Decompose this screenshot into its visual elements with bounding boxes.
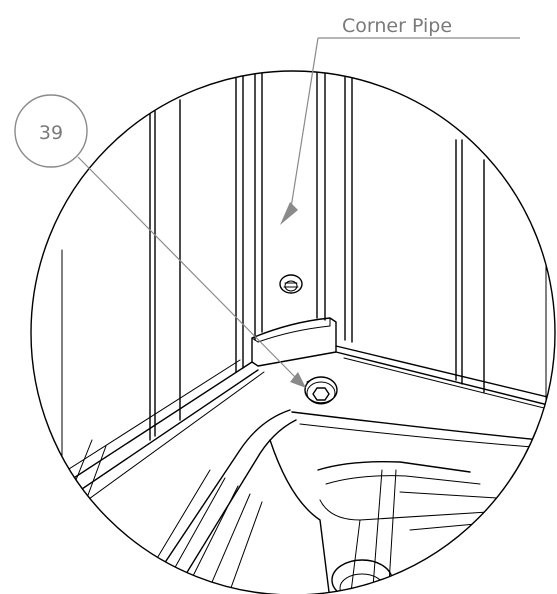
hex-bolt bbox=[304, 376, 338, 405]
corner-pipe-leader bbox=[289, 37, 319, 215]
callout-number: 39 bbox=[39, 122, 63, 144]
corner-pipe-label-text: Corner Pipe bbox=[342, 15, 452, 37]
corner-bracket bbox=[251, 317, 337, 367]
corner-pipe bbox=[254, 71, 326, 341]
detail-circle bbox=[30, 70, 556, 594]
callout-arrow-icon bbox=[290, 372, 306, 388]
callout-bubble bbox=[14, 94, 88, 168]
corner-pipe-arrow-icon bbox=[280, 202, 298, 225]
corner-pipe-label: Corner Pipe bbox=[280, 15, 520, 225]
callout-leader bbox=[77, 156, 297, 379]
pipe-screw-hole bbox=[279, 274, 303, 294]
callout-39: 39 bbox=[14, 94, 306, 388]
cabinet-interior bbox=[35, 71, 555, 594]
left-wall-panel bbox=[61, 71, 244, 561]
